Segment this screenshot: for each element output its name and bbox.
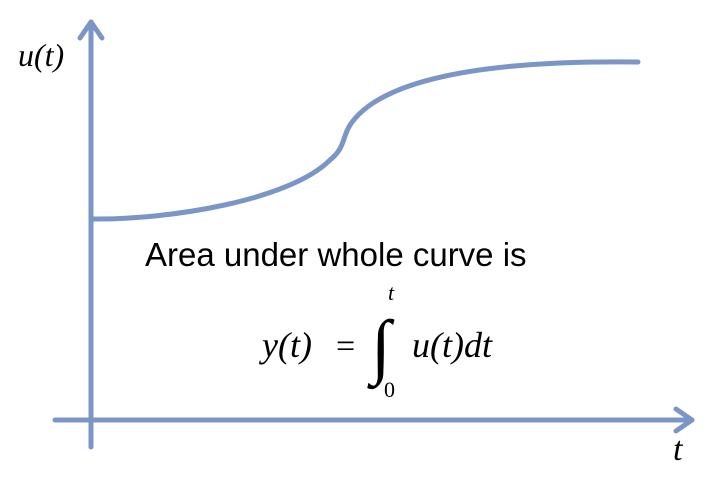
integral-upper-limit: t bbox=[388, 280, 395, 305]
equation-equals: = bbox=[336, 328, 355, 365]
y-axis-arrowhead bbox=[77, 19, 105, 41]
equation-integrand: u(t)dt bbox=[412, 325, 493, 365]
integral-lower-limit: 0 bbox=[384, 377, 395, 402]
x-axis-label: t bbox=[673, 431, 684, 468]
integral-sign: ∫ bbox=[367, 306, 395, 390]
y-axis-label: u(t) bbox=[18, 37, 64, 73]
x-axis-arrowhead bbox=[673, 406, 695, 434]
equation-lhs: y(t) bbox=[259, 325, 312, 365]
u-curve bbox=[88, 59, 641, 222]
caption-text: Area under whole curve is bbox=[145, 236, 527, 273]
